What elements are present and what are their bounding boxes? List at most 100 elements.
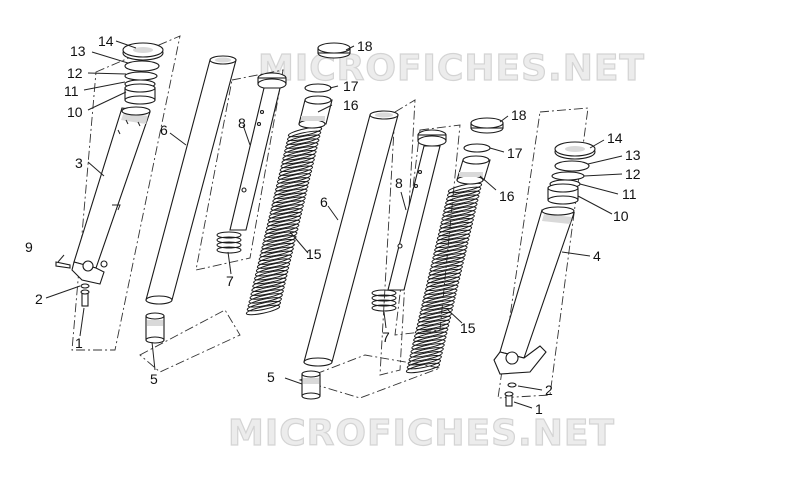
- left-bush-5: [145, 315, 165, 341]
- callout-18-right: 18: [511, 107, 527, 123]
- right-ring-12: [551, 171, 585, 181]
- spring-coil: [421, 296, 456, 307]
- spring-coil: [434, 241, 469, 252]
- spring-coil: [250, 285, 285, 296]
- watermark-top: MICROFICHES.NET: [258, 48, 645, 89]
- right-washer-2: [507, 382, 517, 388]
- right-tube-outline: [379, 99, 416, 376]
- spring-coil: [425, 276, 461, 288]
- spring-coil: [433, 245, 468, 256]
- left-slider-body: [73, 107, 151, 269]
- spring-coil: [273, 188, 308, 200]
- spring-coil: [261, 238, 296, 250]
- callout-17-left: 17: [343, 78, 359, 94]
- spring-coil: [249, 289, 284, 300]
- callout-12-right: 12: [625, 166, 641, 182]
- spring-coil: [258, 250, 293, 262]
- right-screws: [504, 382, 517, 407]
- spring-coil: [246, 300, 282, 312]
- right-oring-17: [463, 143, 491, 153]
- spring-coil: [425, 280, 460, 292]
- spring-coil: [415, 319, 451, 331]
- left-ring-13: [124, 60, 160, 72]
- callout-12-left: 12: [67, 65, 83, 81]
- spring-coil: [268, 208, 303, 219]
- callout-5-right: 5: [267, 369, 275, 385]
- spring-coil: [422, 292, 457, 303]
- callout-13-left: 13: [70, 43, 86, 59]
- spring-coil: [274, 184, 309, 196]
- left-screws: [55, 261, 90, 307]
- left-axle-hole: [82, 260, 94, 272]
- spring-coil: [427, 268, 463, 280]
- spring-coil: [266, 215, 302, 227]
- spring-coil: [265, 219, 301, 231]
- left-inner-tube: [145, 55, 237, 305]
- spring-coil: [285, 138, 320, 149]
- callout-11-right: 11: [622, 186, 637, 202]
- spring-coil: [445, 194, 480, 205]
- left-washer-2: [80, 283, 90, 289]
- spring-coil: [432, 249, 467, 260]
- callout-15-right: 15: [460, 320, 476, 336]
- spring-coil: [446, 190, 481, 202]
- spring-coil: [444, 198, 479, 209]
- callout-5-left: 5: [150, 371, 158, 387]
- spring-coil: [405, 362, 441, 374]
- spring-coil: [272, 192, 307, 204]
- spring-coil: [412, 335, 447, 346]
- spring-coil: [413, 331, 448, 342]
- spring-coil: [442, 206, 477, 217]
- spring-coil: [414, 327, 449, 339]
- right-bottom-outline: [298, 354, 442, 399]
- spring-coil: [260, 242, 295, 254]
- callout-10-left: 10: [67, 104, 83, 120]
- callout-16-right: 16: [499, 188, 515, 204]
- spring-coil: [275, 177, 311, 188]
- spring-coil: [256, 258, 292, 269]
- spring-coil: [264, 227, 299, 238]
- left-axle-lug: [71, 261, 105, 285]
- callout-7-left: 7: [226, 273, 234, 289]
- spring-coil: [443, 202, 478, 213]
- left-spacer-parts: [298, 42, 351, 129]
- spring-coil: [280, 157, 315, 169]
- spring-coil: [282, 149, 317, 161]
- spring-coil: [267, 211, 303, 223]
- spring-coil: [286, 134, 321, 145]
- spring-coil: [281, 153, 316, 165]
- right-spacer-parts: [456, 117, 504, 185]
- spring-coil: [251, 281, 286, 293]
- spring-coil: [410, 343, 445, 354]
- left-bushing: [145, 312, 165, 344]
- callout-1-right: 1: [535, 401, 543, 417]
- left-tube-body: [145, 59, 237, 301]
- spring-coil: [255, 262, 291, 273]
- callout-10-right: 10: [613, 208, 629, 224]
- spring-coil: [429, 261, 464, 272]
- spring-coil: [286, 130, 322, 142]
- callout-7-right: 7: [382, 329, 390, 345]
- spring-coil: [409, 347, 444, 358]
- spring-coil: [414, 323, 450, 335]
- spring-coil: [435, 233, 471, 245]
- spring-coil: [275, 180, 310, 192]
- left-main-spring: [245, 126, 323, 316]
- callout-1-left: 1: [75, 335, 83, 351]
- right-tube-body: [303, 114, 399, 363]
- spring-coil: [411, 339, 446, 350]
- callout-15-left: 15: [306, 246, 322, 262]
- callout-2-right: 2: [545, 382, 553, 398]
- callout-11-left: 11: [64, 83, 79, 99]
- spring-coil: [419, 304, 454, 315]
- left-lug-bolt-hole: [100, 260, 108, 268]
- callout-14-right: 14: [607, 130, 623, 146]
- right-inner-tube: [303, 110, 399, 367]
- spring-coil: [407, 354, 442, 366]
- left-rod-body: [229, 87, 281, 231]
- spring-coil: [431, 253, 466, 264]
- spring-coil: [254, 266, 290, 277]
- callout-8-right: 8: [395, 175, 403, 191]
- spring-coil: [247, 297, 282, 308]
- watermark-bottom: MICROFICHES.NET: [228, 413, 615, 454]
